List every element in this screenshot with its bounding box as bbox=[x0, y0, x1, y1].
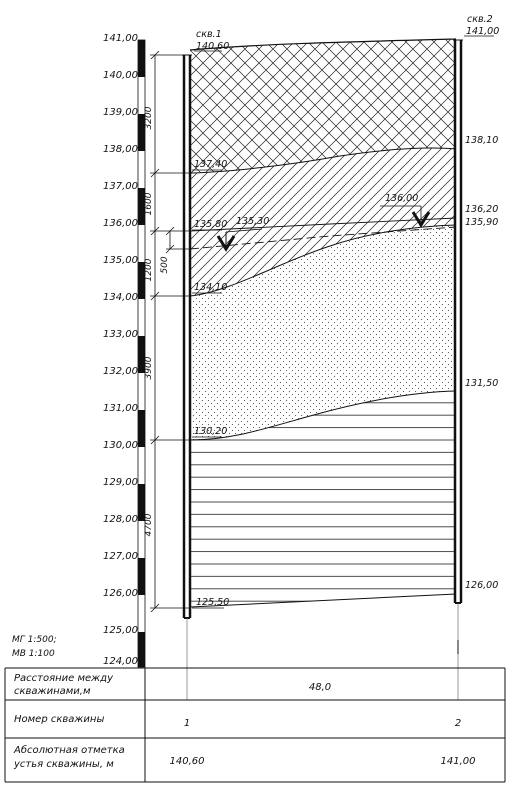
thickness-dimensions bbox=[150, 50, 190, 613]
bottom-line bbox=[189, 593, 457, 608]
bh1-top-elev: 140,60 bbox=[196, 41, 229, 52]
bh1-mark-water-appear: 135,80 bbox=[194, 219, 227, 230]
boundary-1-2 bbox=[189, 147, 457, 174]
tick-label: 137,00 bbox=[103, 181, 138, 192]
table-distance-value: 48,0 bbox=[309, 682, 331, 693]
borehole-2 bbox=[453, 39, 463, 604]
table-bh2-number: 2 bbox=[455, 718, 461, 729]
bh1-mark-layer2: 134,10 bbox=[194, 282, 227, 293]
bh2-top-elev: 141,00 bbox=[466, 26, 499, 37]
boundary-3-4 bbox=[189, 390, 457, 441]
bh1-marks: 137,40 135,80 135,30 134,10 130,20 125,5… bbox=[192, 159, 269, 609]
tick-label: 126,00 bbox=[103, 588, 138, 599]
bh2-marks: 138,10 136,00 136,20 135,90 131,50 126,0… bbox=[385, 135, 498, 591]
dim-4700: 4700 bbox=[144, 513, 154, 536]
elevation-ticks: 141,00 140,00 139,00 138,00 137,00 136,0… bbox=[103, 33, 138, 667]
tick-label: 128,00 bbox=[103, 514, 138, 525]
table-row2-label: Номер скважины bbox=[14, 714, 104, 725]
table-bh1-elevation: 140,60 bbox=[170, 756, 205, 767]
dim-3900: 3900 bbox=[144, 356, 154, 379]
tick-label: 141,00 bbox=[103, 33, 138, 44]
bh1-mark-water-steady: 135,30 bbox=[236, 216, 269, 227]
bh2-name: скв.2 bbox=[467, 14, 493, 25]
tick-label: 134,00 bbox=[103, 292, 138, 303]
borehole-1 bbox=[182, 54, 192, 619]
bh1-name: скв.1 bbox=[196, 29, 222, 40]
table-row3-label-line1: Абсолютная отметка bbox=[13, 744, 125, 756]
scale-vertical: МВ 1:100 bbox=[12, 649, 55, 659]
bh2-mark-water-steady: 135,90 bbox=[465, 217, 498, 228]
tick-label: 136,00 bbox=[103, 218, 138, 229]
tick-label: 129,00 bbox=[103, 477, 138, 488]
tick-label: 124,00 bbox=[103, 656, 138, 667]
table-bh1-number: 1 bbox=[184, 718, 190, 729]
dim-3200: 3200 bbox=[144, 106, 154, 129]
tick-label: 130,00 bbox=[103, 440, 138, 451]
layer-3-dotted-sand bbox=[190, 225, 456, 440]
tick-label: 140,00 bbox=[103, 70, 138, 81]
tick-label: 139,00 bbox=[103, 107, 138, 118]
groundwater-symbol-bh1 bbox=[216, 228, 263, 252]
groundwater-appear-line bbox=[189, 217, 457, 232]
table-row3-label-line2: устья скважины, м bbox=[13, 759, 114, 770]
dim-1200: 1200 bbox=[144, 258, 154, 281]
bh2-mark-layer1: 138,10 bbox=[465, 135, 498, 146]
layer-1-crosshatch bbox=[190, 39, 456, 173]
bh2-mark-water-label: 136,00 bbox=[385, 193, 418, 204]
table-bh2-elevation: 141,00 bbox=[441, 756, 476, 767]
ground-surface-line bbox=[189, 38, 457, 51]
tick-label: 131,00 bbox=[103, 403, 138, 414]
boundary-2-3 bbox=[189, 224, 457, 297]
table-row1-label-line1: Расстояние между bbox=[14, 673, 114, 684]
bh1-mark-layer3: 130,20 bbox=[194, 426, 227, 437]
bh1-mark-bottom: 125,50 bbox=[196, 597, 229, 608]
bh2-mark-bottom: 126,00 bbox=[465, 580, 498, 591]
tick-label: 135,00 bbox=[103, 255, 138, 266]
table-row1-label-line2: скважинами,м bbox=[14, 686, 91, 697]
scale-horizontal: МГ 1:500; bbox=[12, 635, 57, 645]
tick-label: 138,00 bbox=[103, 144, 138, 155]
bh2-mark-water-appear: 136,20 bbox=[465, 204, 498, 215]
dim-1600: 1600 bbox=[144, 192, 154, 215]
layer-2-diagonal-hatch bbox=[190, 147, 456, 296]
groundwater-symbol-bh2 bbox=[380, 205, 431, 228]
tick-label: 133,00 bbox=[103, 329, 138, 340]
bh2-mark-layer3: 131,50 bbox=[465, 378, 498, 389]
tick-label: 125,00 bbox=[103, 625, 138, 636]
bh1-mark-layer1: 137,40 bbox=[194, 159, 227, 170]
layer-4-horizontal-lines bbox=[190, 391, 456, 607]
groundwater-steady-line bbox=[189, 226, 457, 250]
elevation-scale-bar bbox=[137, 39, 146, 668]
dim-500: 500 bbox=[160, 256, 170, 273]
tick-label: 127,00 bbox=[103, 551, 138, 562]
data-table bbox=[4, 667, 506, 783]
tick-label: 132,00 bbox=[103, 366, 138, 377]
